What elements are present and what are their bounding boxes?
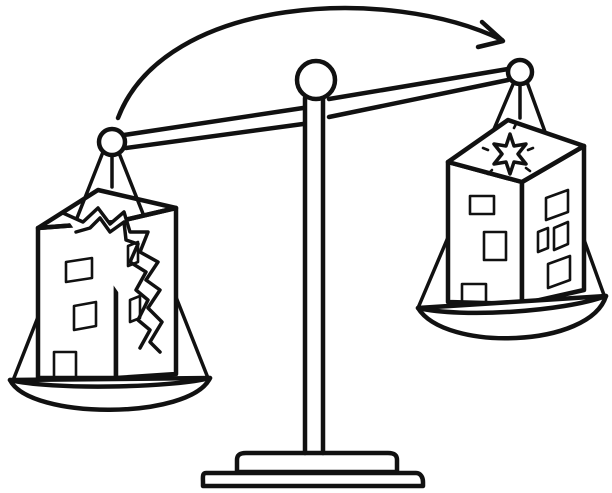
right-pan-assembly [418,82,606,338]
right-pivot-knob [508,60,532,84]
scale-base [203,453,423,486]
cracked-building [38,190,176,378]
pillar-top-knob [297,61,335,99]
intact-building [448,120,584,304]
scale-pillar [305,95,323,453]
left-pan-assembly [10,152,210,410]
